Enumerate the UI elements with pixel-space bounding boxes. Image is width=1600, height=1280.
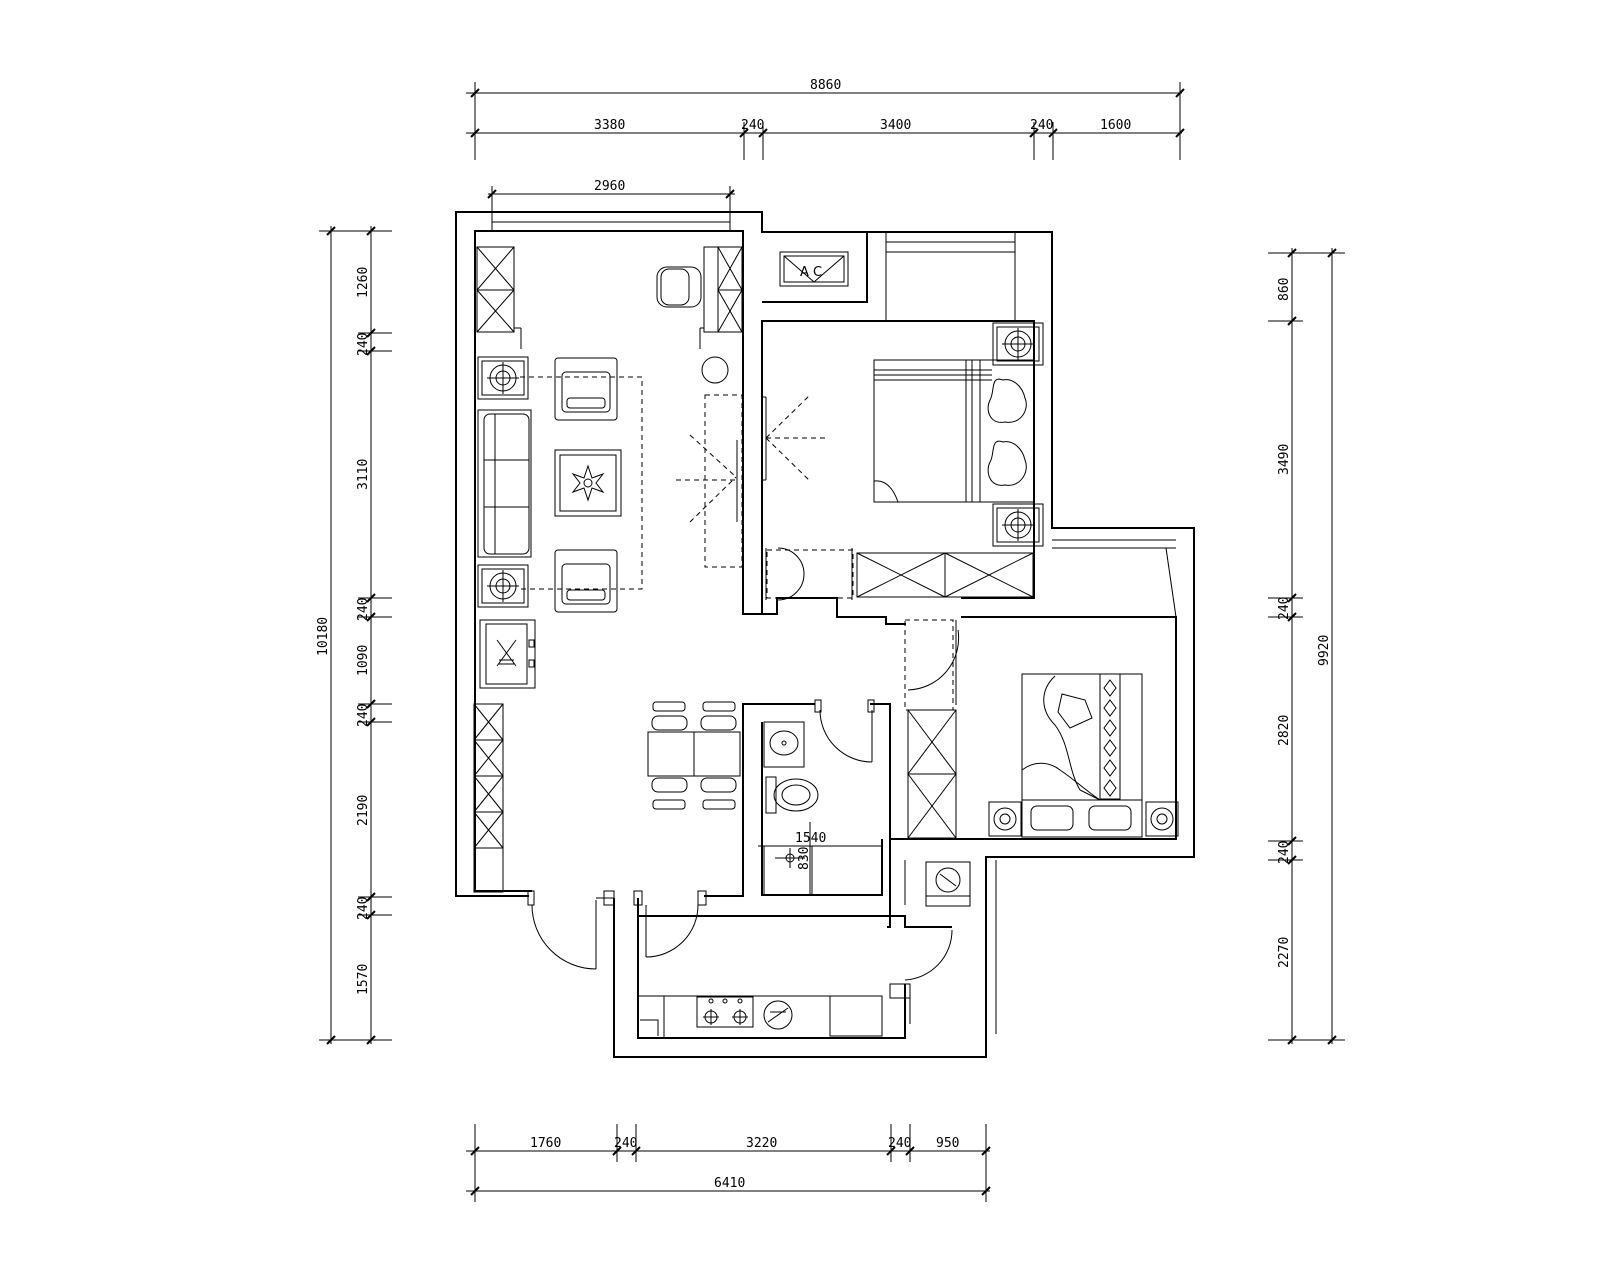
living-room <box>473 212 743 970</box>
lounge-chair <box>554 357 618 421</box>
wardrobe <box>856 552 1034 598</box>
dim-bath-width: 1540 <box>795 831 826 846</box>
dim-left-seg-6: 240 <box>356 704 371 727</box>
second-bedroom <box>904 619 1179 839</box>
double-bed <box>873 359 1035 503</box>
bedroom2-wardrobe <box>907 709 957 839</box>
side-table-lamp-icon <box>477 564 529 608</box>
dim-top-seg-4: 240 <box>1030 118 1053 133</box>
sink-icon <box>763 1000 793 1030</box>
dim-left-seg-8: 240 <box>356 897 371 920</box>
fridge <box>829 995 883 1037</box>
bedroom2-lamp-right-icon <box>1145 801 1179 837</box>
bathroom: 1540 830 <box>758 699 875 895</box>
dim-top-seg-1: 3380 <box>594 118 625 133</box>
storage-cabinet-row <box>473 703 504 893</box>
dim-left-seg-2: 240 <box>356 333 371 356</box>
side-table-lamp-icon <box>477 356 529 400</box>
dim-right-seg-2: 3490 <box>1277 444 1292 475</box>
dim-left-seg-5: 1090 <box>356 645 371 676</box>
nightstand-icon <box>992 322 1044 366</box>
kitchen-door-swing <box>633 890 707 958</box>
dim-left-seg-4: 240 <box>356 598 371 621</box>
bedroom2-lamp-left-icon <box>988 801 1022 837</box>
dim-right-seg-4: 2820 <box>1277 715 1292 746</box>
dim-bottom-seg-4: 240 <box>888 1136 911 1151</box>
dimension-bottom: 1760 240 3220 240 950 6410 <box>466 1124 991 1202</box>
dim-top-seg-2: 240 <box>741 118 764 133</box>
sofa <box>477 409 532 558</box>
dim-bath-depth: 830 <box>797 847 812 870</box>
floor-lamp-icon <box>701 356 729 384</box>
balcony-door-swing <box>889 929 953 999</box>
toilet-icon <box>765 776 819 814</box>
dimension-window: 2960 <box>487 179 735 212</box>
dim-top-seg-3: 3400 <box>880 118 911 133</box>
bedroom2-door-swing <box>904 619 960 711</box>
coffee-table <box>554 449 622 517</box>
dim-top-seg-5: 1600 <box>1100 118 1131 133</box>
dim-bottom-total: 6410 <box>714 1176 745 1191</box>
washbasin-icon <box>763 721 805 768</box>
tall-cabinet-left <box>476 246 522 349</box>
dim-top-total: 8860 <box>810 78 841 93</box>
dim-left-seg-3: 3110 <box>356 459 371 490</box>
kitchen <box>640 861 971 1037</box>
dining-table <box>647 701 741 810</box>
shoe-cabinet <box>479 619 536 689</box>
cooktop-icon <box>696 996 754 1028</box>
dimension-top: 8860 3380 240 3400 240 1600 <box>466 78 1185 160</box>
dim-right-seg-6: 2270 <box>1277 937 1292 968</box>
dim-bottom-seg-3: 3220 <box>746 1136 777 1151</box>
shower-icon <box>763 846 813 895</box>
ac-unit: A C <box>779 251 849 287</box>
dim-left-seg-9: 1570 <box>356 964 371 995</box>
dim-right-total: 9920 <box>1317 635 1332 666</box>
dim-living-window: 2960 <box>594 179 625 194</box>
dimension-right: 860 3490 240 2820 240 2270 9920 <box>1268 248 1345 1045</box>
lounge-chair <box>554 549 618 613</box>
corner-cabinet <box>640 1019 659 1036</box>
dim-left-seg-7: 2190 <box>356 795 371 826</box>
tall-cabinet-right <box>699 246 743 349</box>
dim-bottom-seg-5: 950 <box>936 1136 959 1151</box>
dim-left-total: 10180 <box>316 617 331 656</box>
dim-bottom-seg-1: 1760 <box>530 1136 561 1151</box>
bathroom-door-swing <box>814 699 875 763</box>
bedroom-door-swing <box>765 547 854 601</box>
washing-machine-icon <box>925 861 971 907</box>
armchair-round <box>656 266 702 308</box>
dim-bottom-seg-2: 240 <box>614 1136 637 1151</box>
ac-label: A C <box>800 265 822 280</box>
master-bedroom <box>762 322 1044 601</box>
dim-left-seg-1: 1260 <box>356 267 371 298</box>
single-bed <box>1021 673 1143 838</box>
dimension-left: 10180 1260 240 3110 240 1090 240 2190 24… <box>316 226 392 1045</box>
walls <box>455 211 1195 1058</box>
nightstand-icon <box>992 503 1044 547</box>
entry-door-swing <box>527 890 615 970</box>
dim-right-seg-5: 240 <box>1277 841 1292 864</box>
tv-cabinet <box>676 394 743 568</box>
dim-right-seg-1: 860 <box>1277 278 1292 301</box>
dim-right-seg-3: 240 <box>1277 597 1292 620</box>
